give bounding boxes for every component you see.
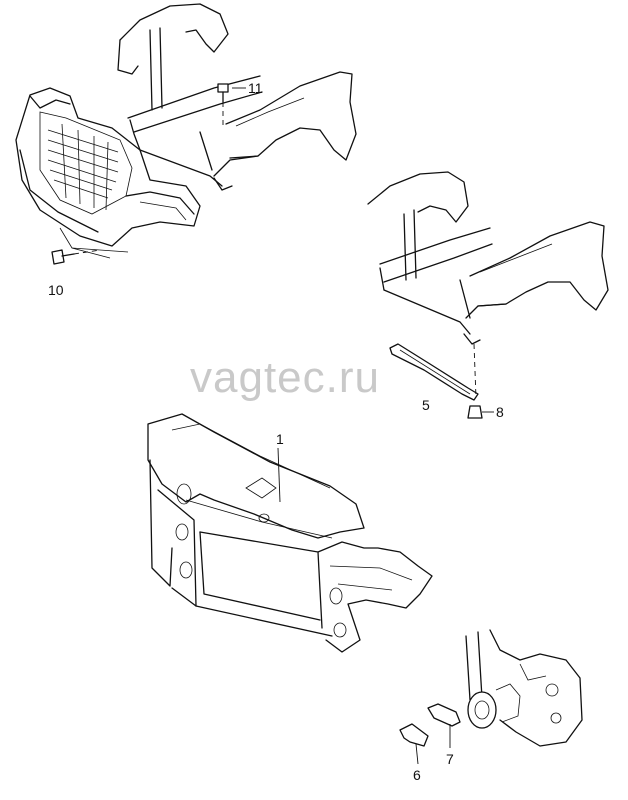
callout-10: 10 (48, 282, 64, 298)
screw-10 (51, 249, 101, 265)
callout-7: 7 (446, 751, 454, 767)
fender-assembly-lower (367, 171, 609, 345)
seal-strip-5 (389, 343, 479, 401)
callout-6: 6 (413, 767, 421, 783)
bracket-assembly (465, 629, 583, 747)
callout-1: 1 (276, 431, 284, 447)
lock-carrier-1 (147, 413, 433, 653)
screw-11 (217, 83, 246, 128)
callout-8: 8 (496, 404, 504, 420)
clip-7 (427, 703, 461, 748)
grille-assembly (15, 87, 201, 259)
callout-11: 11 (248, 80, 263, 96)
fender-assembly-upper (117, 3, 357, 191)
screw-8 (467, 343, 494, 419)
watermark: vagtec.ru (190, 353, 380, 402)
clip-6 (399, 723, 429, 765)
callout-5: 5 (422, 397, 430, 413)
